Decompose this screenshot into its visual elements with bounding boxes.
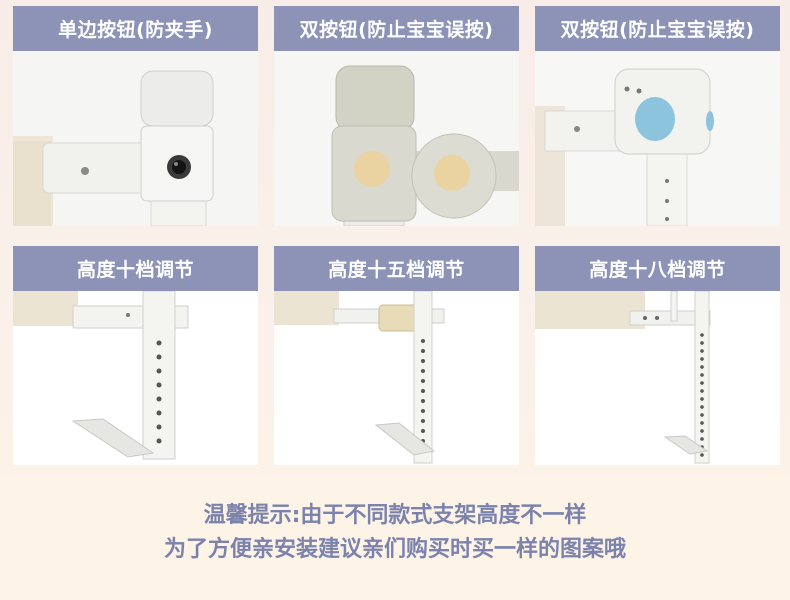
panel-title: 双按钮(防止宝宝误按) xyxy=(535,6,780,51)
double-button-yellow-photo xyxy=(274,51,519,226)
single-button-bracket-photo xyxy=(13,51,258,226)
tip-card: 温馨提示:由于不同款式支架高度不一样 为了方便亲安装建议亲们购买时买一样的图案哦 xyxy=(0,475,790,600)
panel-title: 双按钮(防止宝宝误按) xyxy=(274,6,519,51)
panel-title: 高度十五档调节 xyxy=(274,246,519,291)
double-button-blue-photo xyxy=(535,51,780,226)
panel-title: 单边按钮(防夹手) xyxy=(13,6,258,51)
height-18-bracket-photo xyxy=(535,291,780,465)
height-15-bracket-photo xyxy=(274,291,519,465)
panel-height-10: 高度十档调节 xyxy=(13,246,258,465)
panel-double-button-yellow: 双按钮(防止宝宝误按) xyxy=(274,6,519,226)
panel-title: 高度十八档调节 xyxy=(535,246,780,291)
panel-height-15: 高度十五档调节 xyxy=(274,246,519,465)
panel-double-button-blue: 双按钮(防止宝宝误按) xyxy=(535,6,780,226)
tip-line-1: 温馨提示:由于不同款式支架高度不一样 xyxy=(203,503,587,528)
tip-line-2: 为了方便亲安装建议亲们购买时买一样的图案哦 xyxy=(163,537,626,562)
panel-single-button: 单边按钮(防夹手) xyxy=(13,6,258,226)
panel-height-18: 高度十八档调节 xyxy=(535,246,780,465)
height-10-bracket-photo xyxy=(13,291,258,465)
panel-title: 高度十档调节 xyxy=(13,246,258,291)
